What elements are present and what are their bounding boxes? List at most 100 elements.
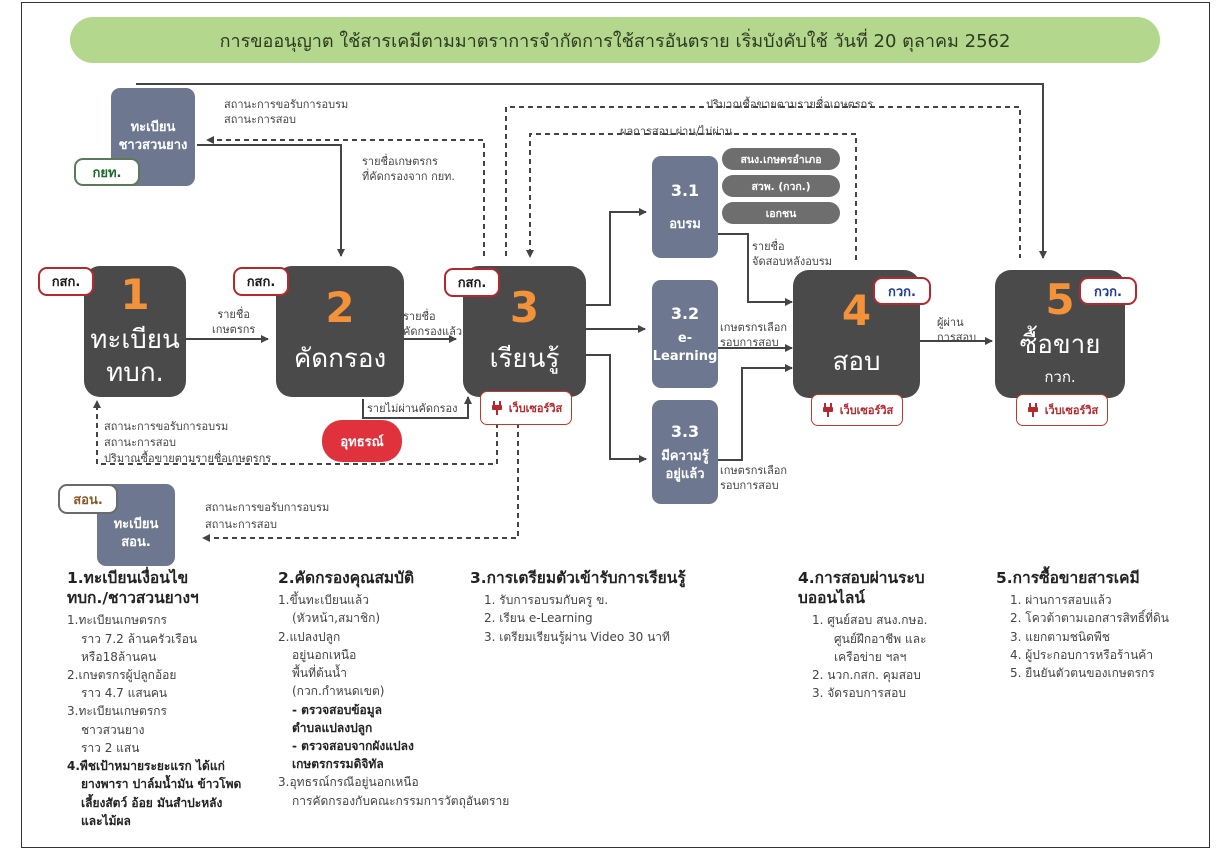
page-title: การขออนุญาต ใช้สารเคมีตามมาตราการจำกัดกา… (219, 30, 1011, 52)
section-line: เลี้ยงสัตว์ อ้อย มันสำปะหลัง (81, 795, 223, 810)
label-line: ปริมาณซื้อขายตามรายชื่อเกษตรกร (104, 451, 272, 465)
section-line: และไม้ผล (81, 813, 131, 828)
section-line: หรือ18ล้านคน (81, 649, 157, 664)
tag-label: กวก. (1094, 284, 1122, 300)
tag-label: สอน. (73, 492, 103, 508)
step-label: คัดกรอง (293, 344, 387, 375)
step-1-box: 1 ทะเบียน ทบก. (84, 266, 186, 397)
label-line: รายชื่อ (752, 240, 785, 253)
section-line: ยางพารา ปาล์มน้ำมัน ข้าวโพด (81, 777, 242, 792)
step-label: ทะเบียน (90, 325, 180, 355)
box-label: ทะเบียน (113, 517, 159, 533)
step-label: ทบก. (106, 357, 164, 388)
section-line: 3. จัดรอบการสอบ (812, 686, 906, 701)
exam-result-label: ผลการสอบ ผ่าน/ไม่ผ่าน (620, 125, 733, 140)
section-line: ชาวสวนยาง (81, 722, 145, 737)
section-line: 1. รับการอบรมกับครู ข. (484, 593, 609, 608)
label-line: เกษตรกรเลือก (720, 464, 788, 477)
tag-label: กยท. (92, 165, 122, 181)
tag-label: กสก. (51, 275, 81, 290)
heading-line: 1.ทะเบียนเงื่อนไข (67, 569, 189, 587)
section-line: 3. เตรียมเรียนรู้ผ่าน Video 30 นาที (484, 629, 670, 644)
rubber-farmer-registry-box: ทะเบียน ชาวสวนยาง (111, 88, 195, 186)
exam-after-training-label: รายชื่อ จัดสอบหลังอบรม (752, 240, 832, 270)
step-2-box: 2 คัดกรอง (276, 266, 404, 397)
label-line: ผู้ผ่าน (937, 316, 964, 329)
step-number: 2 (325, 283, 355, 333)
appeal-badge: อุทธรณ์ (322, 420, 402, 462)
label-line: รายชื่อเกษตรกร (362, 155, 438, 168)
farmer-list-label: รายชื่อเกษตรกร ที่คัดกรองจาก กยท. (362, 155, 455, 185)
tag-label: กสก. (457, 276, 487, 291)
step-number: 1 (120, 270, 150, 319)
box-label: ชาวสวนยาง (118, 138, 188, 153)
appeal-label: อุทธรณ์ (340, 434, 384, 450)
screened-label: รายชื่อ คัดกรองแล้ว (403, 310, 462, 340)
step-number: 4 (841, 285, 872, 335)
names-label: รายชื่อ เกษตรกร (212, 308, 255, 338)
section-line: 4.พืชเป้าหมายระยะแรก ได้แก่ (67, 759, 225, 774)
label-line: ปริมาณซื้อขายตามรายชื่อเกษตรกร (706, 98, 874, 111)
section-line: - ตรวจสอบข้อมูล (292, 702, 382, 717)
label-line: เกษตรกร (212, 322, 256, 336)
step-number: 3 (509, 283, 540, 333)
agency-tag-step4: กวก. (873, 277, 931, 305)
label-line: รายชื่อ (403, 310, 436, 323)
agency-tag-rubber-authority: กยท. (74, 158, 140, 186)
web-service-badge-step4: เว็บเซอร์วิส (811, 394, 903, 426)
agency-tag-cane-board: สอน. (58, 484, 118, 514)
step-sublabel: กวก. (1044, 368, 1076, 387)
diagram-frame (21, 2, 1210, 848)
section-line: (กวก.กำหนดเขต) (292, 684, 385, 699)
step-label: สอบ (832, 346, 881, 377)
step-number: 5 (1045, 274, 1075, 324)
label-line: รายชื่อ (217, 308, 250, 321)
heading-line: ทบก./ชาวสวนยางฯ (67, 589, 199, 608)
section-2-screening: 2.คัดกรองคุณสมบัติ 1.ขึ้นทะเบียนแล้ว (หั… (278, 568, 578, 810)
section-line: 3.ทะเบียนเกษตรกร (67, 704, 167, 719)
label-line: รอบการสอบ (720, 478, 779, 492)
section-4-online-exam: 4.การสอบผ่านระบบออนไลน์ 1. ศูนย์สอบ สนง.… (798, 568, 988, 702)
web-service-label: เว็บเซอร์วิส (508, 402, 563, 415)
failed-screen-label: รายไม่ผ่านคัดกรอง (367, 402, 458, 417)
plug-icon (822, 403, 833, 417)
substep-label: อยู่แล้ว (665, 466, 705, 482)
section-heading: 5.การซื้อขายสารเคมี (996, 569, 1140, 587)
agency-tag-step5: กวก. (1079, 277, 1137, 305)
substep-number: 3.1 (670, 181, 700, 201)
label-line: สถานะการสอบ (224, 112, 297, 126)
label-line: สถานะการสอบ (104, 435, 177, 449)
section-line: 1. ผ่านการสอบแล้ว (1010, 593, 1112, 608)
agency-tag-step2: กสก. (233, 267, 289, 296)
web-service-badge-step5: เว็บเซอร์วิส (1016, 394, 1108, 426)
label-line: สถานะการขอรับการอบรม (104, 420, 229, 433)
web-service-badge-step3: เว็บเซอร์วิส (480, 391, 572, 425)
section-line: การคัดกรองกับคณะกรรมการวัตถุอันตราย (292, 793, 510, 808)
substep-number: 3.3 (670, 421, 700, 441)
step-label: เรียนรู้ (489, 344, 560, 375)
son-status-label: สถานะการขอรับการอบรม สถานะการสอบ (205, 500, 329, 533)
passed-label: ผู้ผ่าน การสอบ (937, 316, 976, 346)
substep-3-3-box: 3.3 มีความรู้ อยู่แล้ว (652, 400, 718, 504)
substep-label: มีความรู้ (661, 449, 709, 465)
section-line: 2.แปลงปลูก (278, 629, 341, 644)
section-heading: 2.คัดกรองคุณสมบัติ (278, 569, 415, 587)
section-line: เครือข่าย ฯลฯ (834, 649, 907, 664)
heading-line: บออนไลน์ (798, 589, 865, 608)
section-3-preparation: 3.การเตรียมตัวเข้ารับการเรียนรู้ 1. รับก… (470, 568, 770, 646)
provider-pill: สนง.เกษตรอำเภอ (722, 148, 840, 170)
tag-label: กสก. (246, 275, 276, 290)
section-line: 3.อุทธรณ์กรณีอยู่นอกเหนือ (278, 775, 419, 790)
section-line: ราว 7.2 ล้านครัวเรือน (81, 631, 198, 646)
section-heading: 3.การเตรียมตัวเข้ารับการเรียนรู้ (470, 569, 686, 587)
plug-icon (1027, 403, 1038, 417)
section-heading: 1.ทะเบียนเงื่อนไขทบก./ชาวสวนยางฯ (67, 568, 267, 608)
title-banner: การขออนุญาต ใช้สารเคมีตามมาตราการจำกัดกา… (70, 17, 1160, 63)
label-line: สถานะการขอรับการอบรม (224, 98, 349, 111)
section-line: 5. ยืนยันตัวตนของเกษตรกร (1010, 666, 1155, 681)
section-line: ศูนย์ฝึกอาชีพ และ (834, 631, 927, 646)
section-line: 2.เกษตรกรผู้ปลูกอ้อย (67, 667, 177, 682)
provider-pill: เอกชน (722, 202, 840, 224)
